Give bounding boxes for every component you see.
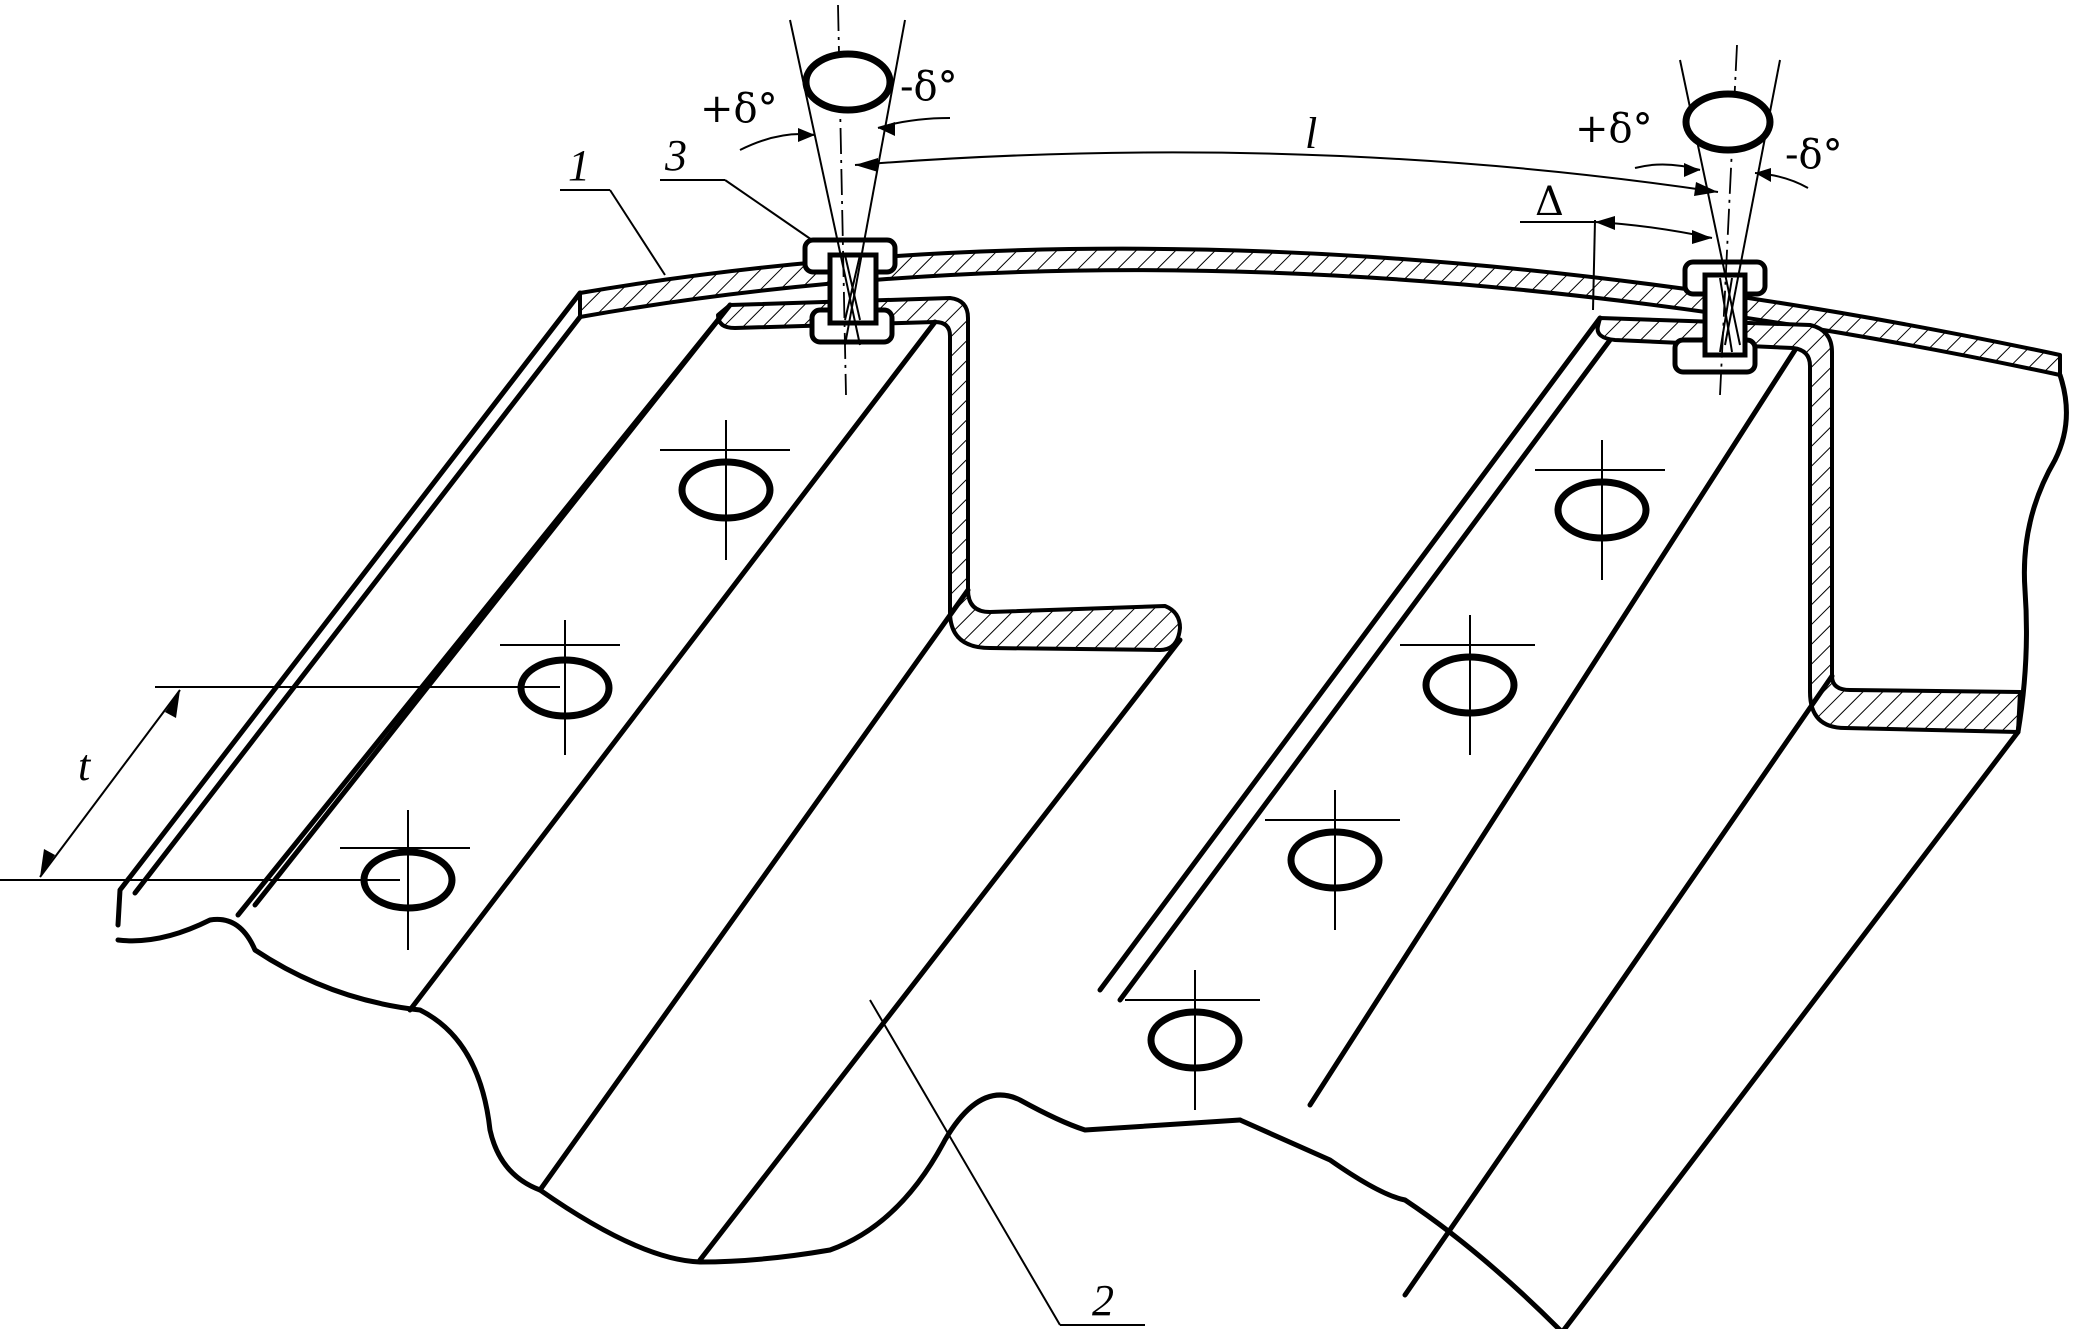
left-skin-edge bbox=[115, 290, 583, 928]
left-axis-tolerance bbox=[739, 4, 951, 396]
right-profile-section bbox=[1595, 316, 2022, 734]
right-holes bbox=[1147, 478, 1650, 1072]
right-web-bend bbox=[1402, 673, 1835, 1298]
left-web-bend bbox=[537, 587, 971, 1193]
right-hole-crosslines bbox=[1125, 440, 1665, 1110]
label-left-plus-angle: +δ° bbox=[700, 86, 778, 132]
dimension-delta bbox=[1520, 216, 1713, 311]
right-web-edge bbox=[1307, 347, 1798, 1108]
label-pitch-t: t bbox=[78, 741, 92, 790]
right-profile bbox=[1097, 315, 2069, 1329]
label-part-1: 1 bbox=[568, 141, 590, 190]
left-web-edge bbox=[407, 319, 938, 1013]
label-part-2: 2 bbox=[1092, 1276, 1114, 1325]
label-right-minus-angle: -δ° bbox=[1785, 132, 1843, 178]
left-flange-edge-2 bbox=[235, 317, 721, 918]
right-flange-edge-1 bbox=[1097, 315, 1603, 993]
dimension-t bbox=[0, 686, 560, 881]
right-outer-edge bbox=[1561, 729, 2021, 1329]
left-profile bbox=[115, 290, 1243, 1265]
dimension-l bbox=[854, 151, 1719, 196]
right-break-line-bottom bbox=[1237, 1117, 1563, 1329]
left-hole-crosslines bbox=[340, 420, 790, 950]
label-gap-delta: Δ bbox=[1535, 179, 1564, 225]
left-outer-edge bbox=[697, 637, 1183, 1263]
right-axis-tolerance bbox=[1634, 44, 1809, 396]
leaders bbox=[560, 179, 1145, 1326]
label-left-minus-angle: -δ° bbox=[900, 64, 958, 110]
label-part-3: 3 bbox=[664, 131, 687, 180]
left-break-line bbox=[115, 916, 1243, 1265]
left-profile-section bbox=[716, 296, 1182, 652]
left-skin-edge-inner bbox=[132, 314, 583, 896]
right-flange-edge-2 bbox=[1117, 337, 1613, 1003]
label-length-l: l bbox=[1305, 109, 1317, 158]
label-right-plus-angle: +δ° bbox=[1575, 106, 1653, 152]
left-rivet bbox=[802, 237, 898, 345]
right-break-line bbox=[2015, 372, 2069, 735]
